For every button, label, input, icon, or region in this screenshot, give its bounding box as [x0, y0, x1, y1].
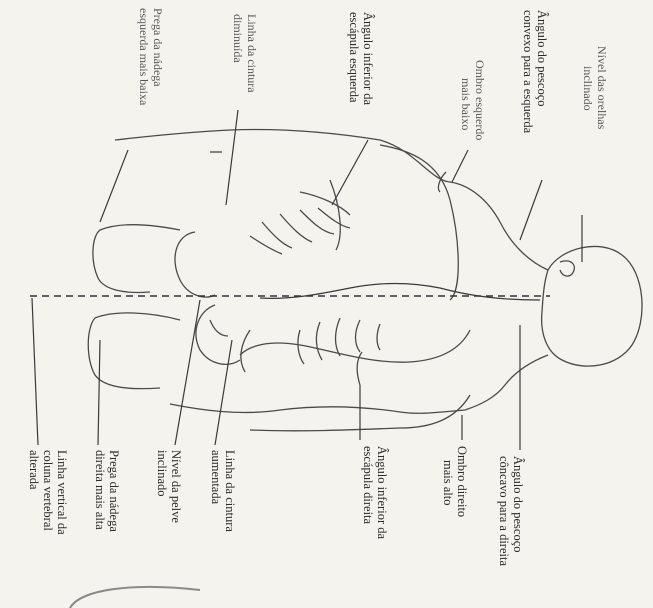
labels-top-group: Nível das orelhas inclinado Ângulo do pe… [137, 8, 609, 140]
label-right-buttock-2: direita mais alta [93, 450, 107, 530]
label-left-buttock-2: esquerda mais baixa [137, 8, 151, 106]
left-buttock [175, 232, 215, 297]
label-left-waist-1: Linha da cintura [245, 14, 259, 93]
label-left-shoulder-1: Ombro esquerdo [473, 60, 487, 140]
ear-outline [560, 261, 574, 276]
right-hip-line [88, 313, 180, 389]
label-right-shoulder-2: mais alto [441, 460, 455, 505]
label-right-buttock-1: Prega da nádega [107, 450, 121, 532]
label-right-waist-1: Linha da cintura [223, 450, 237, 532]
label-pelvis-1: Nível da pelve [169, 450, 183, 523]
label-right-scapula-2: escápula direita [361, 446, 375, 525]
label-spine-line-2: coluna vertebral [41, 450, 55, 531]
label-left-scapula-2: escápula esquerda [347, 12, 361, 103]
label-left-scapula-1: Ângulo inferior da [361, 12, 375, 105]
labels-bottom-group: Ângulo do pescoço côncavo para a direita… [27, 446, 525, 566]
label-spine-line-3: alterada [27, 450, 41, 490]
label-neck-left-2: convexo para a esquerda [521, 10, 535, 134]
torso-top-line [115, 129, 380, 140]
left-arm [380, 145, 458, 300]
right-neck [465, 355, 548, 410]
label-pelvis-2: inclinado [155, 450, 169, 497]
head-outline [542, 246, 642, 366]
body-figure [88, 129, 642, 430]
left-waist-mark-2 [330, 180, 340, 250]
ribs-right [298, 318, 380, 364]
pelvis-mark [210, 320, 228, 336]
right-buttock [196, 305, 240, 364]
label-neck-right-2: côncavo para a direita [497, 456, 511, 566]
right-shoulder-arm [170, 404, 465, 413]
label-spine-line-1: Linha vertical da [55, 450, 69, 535]
corner-arc [70, 587, 200, 608]
label-right-shoulder-1: Ombro direito [455, 446, 469, 517]
left-hip-line [93, 225, 180, 293]
left-neck-shoulder [380, 140, 548, 270]
label-left-shoulder-2: mais baixo [459, 78, 473, 130]
label-neck-right-1: Ângulo do pescoço [511, 456, 525, 553]
left-scapula [300, 192, 350, 215]
label-ear-level-1: Nível das orelhas [595, 46, 609, 130]
leaders-bottom [32, 298, 520, 450]
label-left-buttock-1: Prega da nádega [151, 8, 165, 87]
label-right-scapula-1: Ângulo inferior da [375, 446, 389, 539]
curved-spine [260, 284, 540, 301]
label-left-waist-2: diminuída [231, 14, 245, 63]
label-ear-level-2: inclinado [581, 66, 595, 111]
ribs-left [250, 208, 350, 254]
label-neck-left-1: Ângulo do pescoço [535, 10, 549, 107]
label-right-waist-2: aumentada [209, 450, 223, 505]
